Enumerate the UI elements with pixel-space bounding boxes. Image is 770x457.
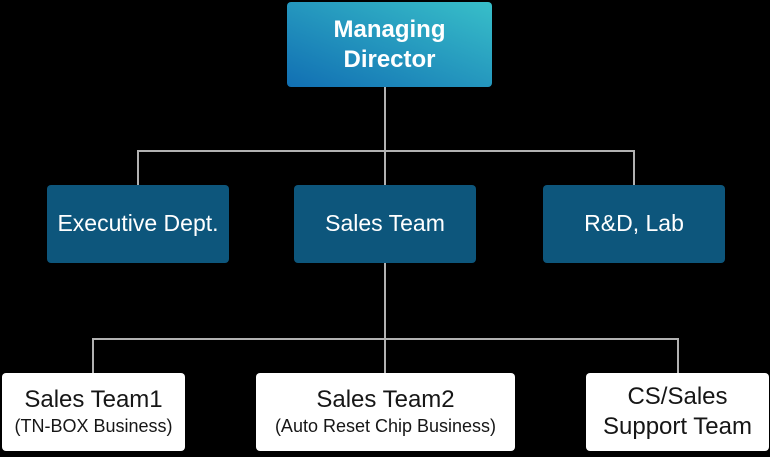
connector-stub-sales [384, 150, 386, 186]
org-node-title: Sales Team1 [24, 386, 163, 414]
connector-stub-cs-team [677, 338, 679, 374]
org-node-sales-team1: Sales Team1 (TN-BOX Business) [2, 373, 185, 451]
org-node-title: CS/Sales Support Team [603, 383, 752, 440]
connector-stub-team1 [92, 338, 94, 374]
org-node-rnd-lab: R&D, Lab [543, 185, 725, 263]
connector-root-vertical [384, 87, 386, 151]
connector-stub-executive [137, 150, 139, 186]
org-node-title: R&D, Lab [584, 210, 684, 237]
org-node-title: Managing Director [333, 15, 446, 73]
org-node-managing-director: Managing Director [287, 2, 492, 87]
org-node-title: Sales Team2 [316, 386, 455, 414]
connector-departments-horizontal [137, 150, 635, 152]
org-node-title: Sales Team [325, 210, 445, 237]
org-node-subtitle: (Auto Reset Chip Business) [274, 416, 497, 437]
connector-stub-rnd [633, 150, 635, 186]
connector-sales-vertical [384, 263, 386, 340]
org-node-sales-team: Sales Team [294, 185, 476, 263]
org-node-cs-sales-support-team: CS/Sales Support Team [586, 373, 769, 451]
connector-stub-team2 [384, 338, 386, 374]
org-node-executive-dept: Executive Dept. [47, 185, 229, 263]
org-node-title: Executive Dept. [57, 210, 219, 237]
org-node-sales-team2: Sales Team2 (Auto Reset Chip Business) [256, 373, 515, 451]
org-node-subtitle: (TN-BOX Business) [14, 416, 173, 437]
